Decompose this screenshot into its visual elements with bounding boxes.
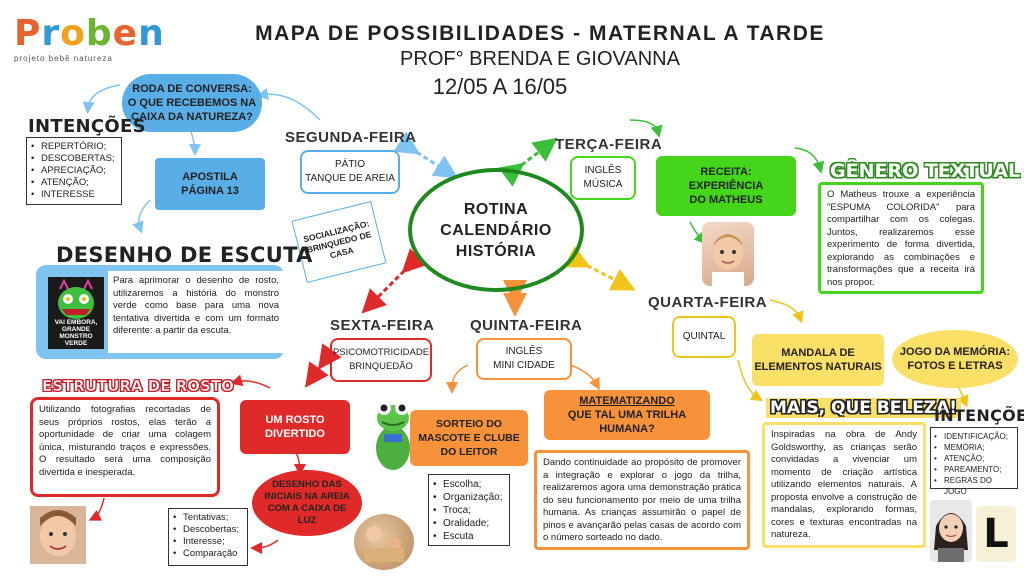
day-label-monday: SEGUNDA-FEIRA xyxy=(285,129,417,146)
desenho-escuta-card: VAI EMBORA, GRANDE MONSTRO VERDE Para ap… xyxy=(36,265,284,359)
child-face-icon xyxy=(30,506,86,564)
apostila-box: APOSTILA PÁGINA 13 xyxy=(155,158,265,210)
list-item: Organização; xyxy=(433,491,505,504)
mandala-box: MANDALA DE ELEMENTOS NATURAIS xyxy=(752,334,884,386)
list-item: Descobertas; xyxy=(173,524,243,536)
date-range: 12/05 A 16/05 xyxy=(432,74,568,99)
intencoes-right-heading: INTENÇÕES xyxy=(934,406,1024,425)
receita-box: RECEITA: EXPERIÊNCIA DO MATHEUS xyxy=(656,156,796,216)
estrutura-rosto-card: Utilizando fotografias recortadas de seu… xyxy=(30,397,220,497)
center-line-2: CALENDÁRIO xyxy=(440,221,552,239)
girl-photo-right xyxy=(930,500,972,562)
child-face-photo-left xyxy=(30,506,86,564)
list-item: APRECIAÇÃO; xyxy=(31,165,117,177)
sorteio-list: Escolha; Organização; Troca; Oralidade; … xyxy=(433,478,505,543)
intencoes-bottom-box: Tentativas; Descobertas; Interesse; Comp… xyxy=(168,508,248,566)
genero-textual-heading: GÊNERO TEXTUAL xyxy=(830,160,1021,182)
list-item: Tentativas; xyxy=(173,512,243,524)
child-portrait-icon xyxy=(712,234,744,286)
list-item: REGRAS DO JOGO xyxy=(934,475,1014,497)
book-cover: VAI EMBORA, GRANDE MONSTRO VERDE xyxy=(48,277,104,349)
matematizando-box: MATEMATIZANDO QUE TAL UMA TRILHA HUMANA? xyxy=(544,390,710,440)
jogo-memoria-oval: JOGO DA MEMÓRIA: FOTOS E LETRAS xyxy=(892,330,1018,388)
sorteio-box: SORTEIO DO MASCOTE E CLUBE DO LEITOR xyxy=(410,410,528,466)
rosto-divertido-box: UM ROSTO DIVERTIDO xyxy=(240,400,350,454)
friday-activities: PSICOMOTRICIDADE BRINQUEDÃO xyxy=(330,338,432,382)
list-item: PAREAMENTO; xyxy=(934,464,1014,475)
intencoes-bottom-list: Tentativas; Descobertas; Interesse; Comp… xyxy=(173,512,243,560)
day-label-wednesday: QUARTA-FEIRA xyxy=(648,294,768,311)
wednesday-activities: QUINTAL xyxy=(672,316,736,358)
intencoes-left-box: REPERTÓRIO; DESCOBERTAS; APRECIAÇÃO; ATE… xyxy=(26,137,122,205)
list-item: Troca; xyxy=(433,504,505,517)
monster-book-icon xyxy=(48,277,104,349)
intencoes-left-list: REPERTÓRIO; DESCOBERTAS; APRECIAÇÃO; ATE… xyxy=(31,141,117,201)
mais-que-beleza-heading: MAIS, QUE BELEZA! xyxy=(766,398,962,418)
list-item: Escolha; xyxy=(433,478,505,491)
page-subtitle: PROF° BRENDA E GIOVANNA xyxy=(400,48,680,70)
intencoes-right-box: IDENTIFICAÇÃO; MEMÓRIA; ATENÇÃO; PAREAME… xyxy=(930,427,1018,496)
center-line-3: HISTÓRIA xyxy=(455,242,537,260)
letter-card: L xyxy=(976,506,1016,562)
desenho-escuta-heading: DESENHO DE ESCUTA xyxy=(56,243,313,267)
day-label-friday: SEXTA-FEIRA xyxy=(330,317,435,334)
proben-logo: Proben projeto bebê natureza xyxy=(14,13,165,74)
logo-wordmark: Proben xyxy=(14,13,165,54)
list-item: Oralidade; xyxy=(433,517,505,530)
monday-socializacao-card: SOCIALIZAÇÃO: BRINQUEDO DE CASA xyxy=(291,201,387,283)
roda-de-conversa-bubble: RODA DE CONVERSA: O QUE RECEBEMOS NA CAI… xyxy=(122,74,262,132)
matheus-photo xyxy=(702,222,754,286)
list-item: INTERESSE xyxy=(31,189,117,201)
girl-portrait-icon xyxy=(934,513,968,562)
day-label-tuesday: TERÇA-FEIRA xyxy=(555,136,663,153)
logo-tagline: projeto bebê natureza xyxy=(14,54,113,63)
genero-textual-card: O Matheus trouxe a experiência "ESPUMA C… xyxy=(818,182,984,294)
desenho-escuta-text: Para aprimorar o desenho de rosto, utili… xyxy=(108,271,284,353)
page-title: MAPA DE POSSIBILIDADES - MATERNAL A TARD… xyxy=(255,22,825,45)
sorteio-list-box: Escolha; Organização; Troca; Oralidade; … xyxy=(428,474,510,546)
tuesday-activities: INGLÊS MÚSICA xyxy=(570,156,636,200)
intencoes-right-list: IDENTIFICAÇÃO; MEMÓRIA; ATENÇÃO; PAREAME… xyxy=(934,431,1014,497)
book-title: VAI EMBORA, GRANDE MONSTRO VERDE xyxy=(54,319,98,347)
matematizando-card: Dando continuidade ao propósito de promo… xyxy=(534,450,750,550)
mais-que-beleza-card: Inspiradas na obra de Andy Goldsworthy, … xyxy=(762,422,926,548)
frog-mascot-image xyxy=(368,396,418,476)
list-item: ATENÇÃO; xyxy=(934,453,1014,464)
list-item: Comparação xyxy=(173,548,243,560)
estrutura-rosto-heading: ESTRUTURA DE ROSTO xyxy=(42,377,234,396)
day-label-thursday: QUINTA-FEIRA xyxy=(470,317,583,334)
list-item: Interesse; xyxy=(173,536,243,548)
desenho-iniciais-oval: DESENHO DAS INICIAIS NA AREIA COM A CAIX… xyxy=(252,470,362,536)
center-line-1: ROTINA xyxy=(463,200,529,218)
monday-activities: PÁTIO TANQUE DE AREIA xyxy=(300,150,400,194)
list-item: ATENÇÃO; xyxy=(31,177,117,189)
list-item: DESCOBERTAS; xyxy=(31,153,117,165)
list-item: REPERTÓRIO; xyxy=(31,141,117,153)
list-item: Escuta xyxy=(433,530,505,543)
intencoes-left-heading: INTENÇÕES xyxy=(28,116,146,137)
list-item: MEMÓRIA; xyxy=(934,442,1014,453)
sand-light-box-photo xyxy=(354,514,414,570)
list-item: IDENTIFICAÇÃO; xyxy=(934,431,1014,442)
sand-tray-icon xyxy=(364,526,404,562)
center-oval: ROTINA CALENDÁRIO HISTÓRIA xyxy=(408,168,584,292)
thursday-activities: INGLÊS MINI CIDADE xyxy=(476,338,572,380)
frog-plush-icon xyxy=(376,401,410,470)
